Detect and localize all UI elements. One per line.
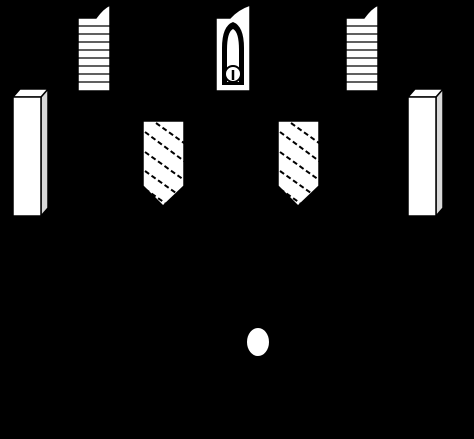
center-right-hatched-banner xyxy=(277,120,320,208)
hatched-banner-icon xyxy=(142,120,185,208)
top-center-padlock-shield xyxy=(215,3,251,92)
pillar-top xyxy=(11,88,50,98)
center-left-hatched-banner xyxy=(142,120,185,208)
padlock-icon xyxy=(222,22,244,85)
top-right-striped-block xyxy=(345,3,379,92)
striped-block-icon xyxy=(345,3,379,92)
banner-hatching xyxy=(144,122,185,204)
right-pillar xyxy=(406,87,445,218)
pillar-side xyxy=(40,87,49,218)
banner-hatching xyxy=(279,122,320,204)
ball-icon[interactable] xyxy=(245,326,271,358)
block-stripes xyxy=(78,25,110,83)
left-pillar xyxy=(11,87,50,218)
pillar-top xyxy=(406,88,445,98)
top-left-striped-block xyxy=(77,3,111,92)
striped-block-icon xyxy=(77,3,111,92)
pillar-icon xyxy=(407,96,437,217)
hatched-banner-icon xyxy=(277,120,320,208)
player-ball[interactable] xyxy=(245,326,271,358)
block-stripes xyxy=(346,25,378,83)
pillar-side xyxy=(435,87,444,218)
pillar-icon xyxy=(12,96,42,217)
